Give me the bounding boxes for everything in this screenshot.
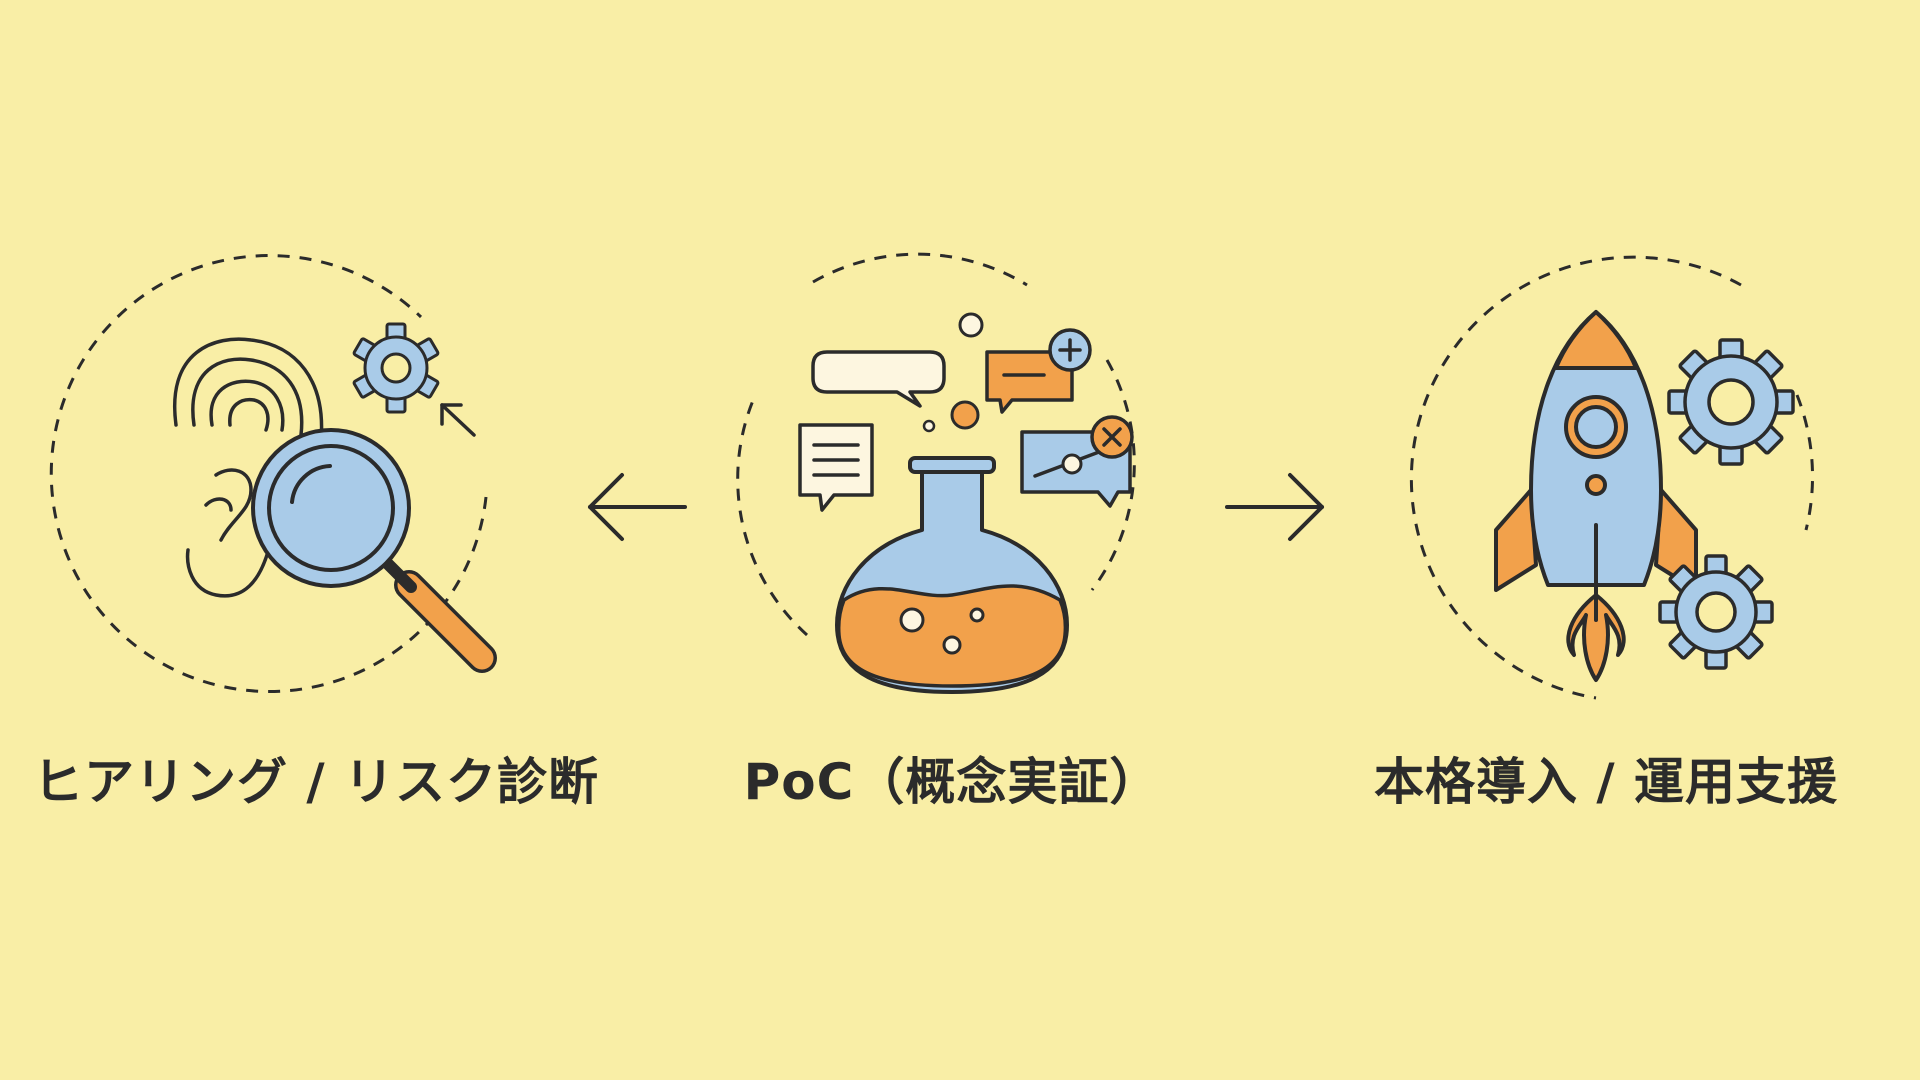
cursor-arrow-icon [440, 403, 476, 437]
step-label-poc: PoC（概念実証） [743, 753, 1161, 811]
step-poc: PoC（概念実証） [652, 0, 1252, 1080]
step-label-deployment: 本格導入 / 運用支援 [1373, 753, 1839, 811]
rocket-icon [1494, 310, 1698, 682]
chat-lines-icon [798, 423, 874, 512]
magnifier-icon [251, 428, 497, 673]
gear-icon [1667, 338, 1795, 466]
chart-bubble-icon [1020, 415, 1134, 508]
flask-chat-icon [736, 252, 1136, 694]
flask-icon [835, 456, 1069, 694]
step-hearing: ヒアリング / リスク診断 [16, 0, 616, 1080]
step-label-hearing: ヒアリング / リスク診断 [32, 753, 600, 811]
speech-bubble-icon [811, 350, 946, 408]
rocket-gears-icon [1409, 255, 1815, 700]
add-bubble-icon [985, 328, 1092, 414]
gear-icon [352, 322, 440, 414]
ear-magnifier-gear-icon [49, 254, 497, 694]
gear-icon [1658, 554, 1774, 670]
arrow-right-icon [1225, 473, 1324, 541]
arrow-left-icon [588, 473, 687, 541]
step-deployment: 本格導入 / 運用支援 [1306, 0, 1906, 1080]
